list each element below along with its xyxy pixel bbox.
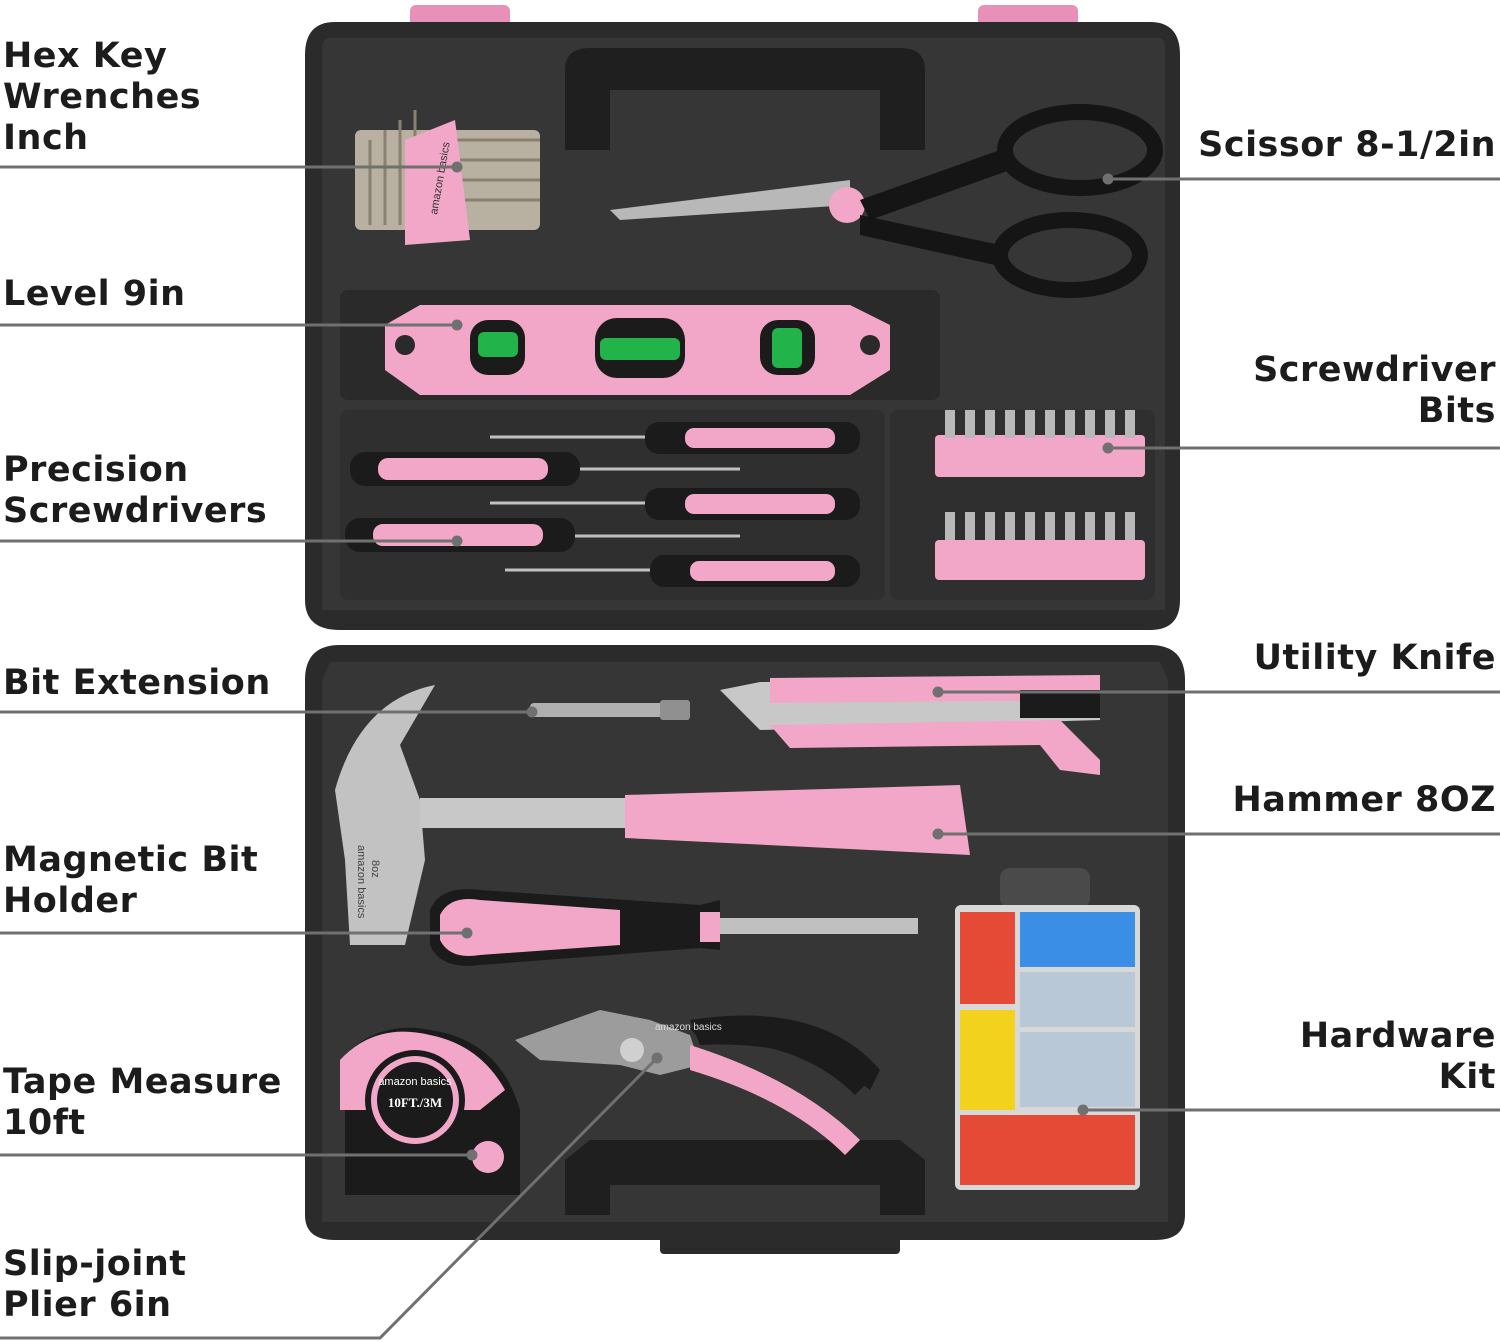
label-line: Utility Knife bbox=[1253, 638, 1496, 678]
scissor-label: Scissor 8-1/2in bbox=[1198, 125, 1496, 166]
tape-brand: amazon basics bbox=[378, 1076, 452, 1088]
screwdriver-bits-label: Screwdriver Bits bbox=[1253, 350, 1496, 432]
tape-measure-label: Tape Measure 10ft bbox=[3, 1062, 282, 1144]
bit-extension-label: Bit Extension bbox=[3, 663, 271, 704]
hardware-kit-label: Hardware Kit bbox=[1300, 1016, 1496, 1098]
magnetic-bit-holder-label: Magnetic Bit Holder bbox=[3, 840, 258, 922]
hardware-kit bbox=[955, 868, 1140, 1190]
callout-lines bbox=[0, 161, 1500, 1340]
label-line: Inch bbox=[3, 118, 89, 158]
label-line: Bit Extension bbox=[3, 663, 271, 703]
hex-key-wrenches-label: Hex Key Wrenches Inch bbox=[3, 36, 201, 159]
label-line: Hardware bbox=[1299, 1016, 1496, 1056]
hammer-brand: amazon basics bbox=[355, 845, 367, 919]
plier-callout-line bbox=[0, 1058, 657, 1340]
hex-key-set: amazon basics bbox=[355, 110, 540, 245]
label-line: Level 9in bbox=[3, 274, 186, 314]
label-line: 10ft bbox=[3, 1103, 86, 1143]
magnetic-bit-holder bbox=[430, 889, 918, 966]
level-tool bbox=[385, 305, 890, 395]
precision-screwdrivers-label: Precision Screwdrivers bbox=[3, 450, 267, 532]
label-line: Screwdrivers bbox=[3, 491, 268, 531]
case-handle-top bbox=[565, 48, 925, 150]
tape-measure: amazon basics 10FT./3M bbox=[340, 1027, 520, 1195]
scissors bbox=[610, 104, 1163, 298]
hammer: amazon basics 8oz bbox=[335, 685, 970, 945]
label-line: Bits bbox=[1417, 391, 1496, 431]
label-line: Hex Key bbox=[3, 36, 168, 76]
hammer-weight-print: 8oz bbox=[369, 860, 381, 878]
label-line: Slip-joint bbox=[3, 1244, 187, 1284]
label-line: Plier 6in bbox=[3, 1285, 172, 1325]
tape-size: 10FT./3M bbox=[388, 1095, 442, 1110]
label-line: Kit bbox=[1438, 1057, 1496, 1097]
precision-screwdrivers bbox=[345, 422, 860, 587]
hammer-label: Hammer 8OZ bbox=[1232, 780, 1496, 821]
label-line: Precision bbox=[3, 450, 189, 490]
utility-knife-label: Utility Knife bbox=[1254, 638, 1496, 679]
label-line: Wrenches bbox=[3, 77, 202, 117]
slip-joint-plier-label: Slip-joint Plier 6in bbox=[3, 1244, 186, 1326]
slip-joint-plier: amazon basics bbox=[515, 1010, 880, 1155]
bit-extension bbox=[530, 700, 690, 720]
label-line: Hammer 8OZ bbox=[1232, 780, 1496, 820]
case-handle-bottom bbox=[565, 1140, 925, 1215]
plier-brand: amazon basics bbox=[655, 1022, 722, 1033]
label-line: Screwdriver bbox=[1253, 350, 1496, 390]
label-line: Tape Measure bbox=[3, 1062, 282, 1102]
level-label: Level 9in bbox=[3, 274, 186, 315]
label-line: Holder bbox=[3, 881, 138, 921]
label-line: Scissor 8-1/2in bbox=[1198, 125, 1496, 165]
screwdriver-bit-set bbox=[935, 410, 1145, 580]
label-line: Magnetic Bit bbox=[3, 840, 259, 880]
